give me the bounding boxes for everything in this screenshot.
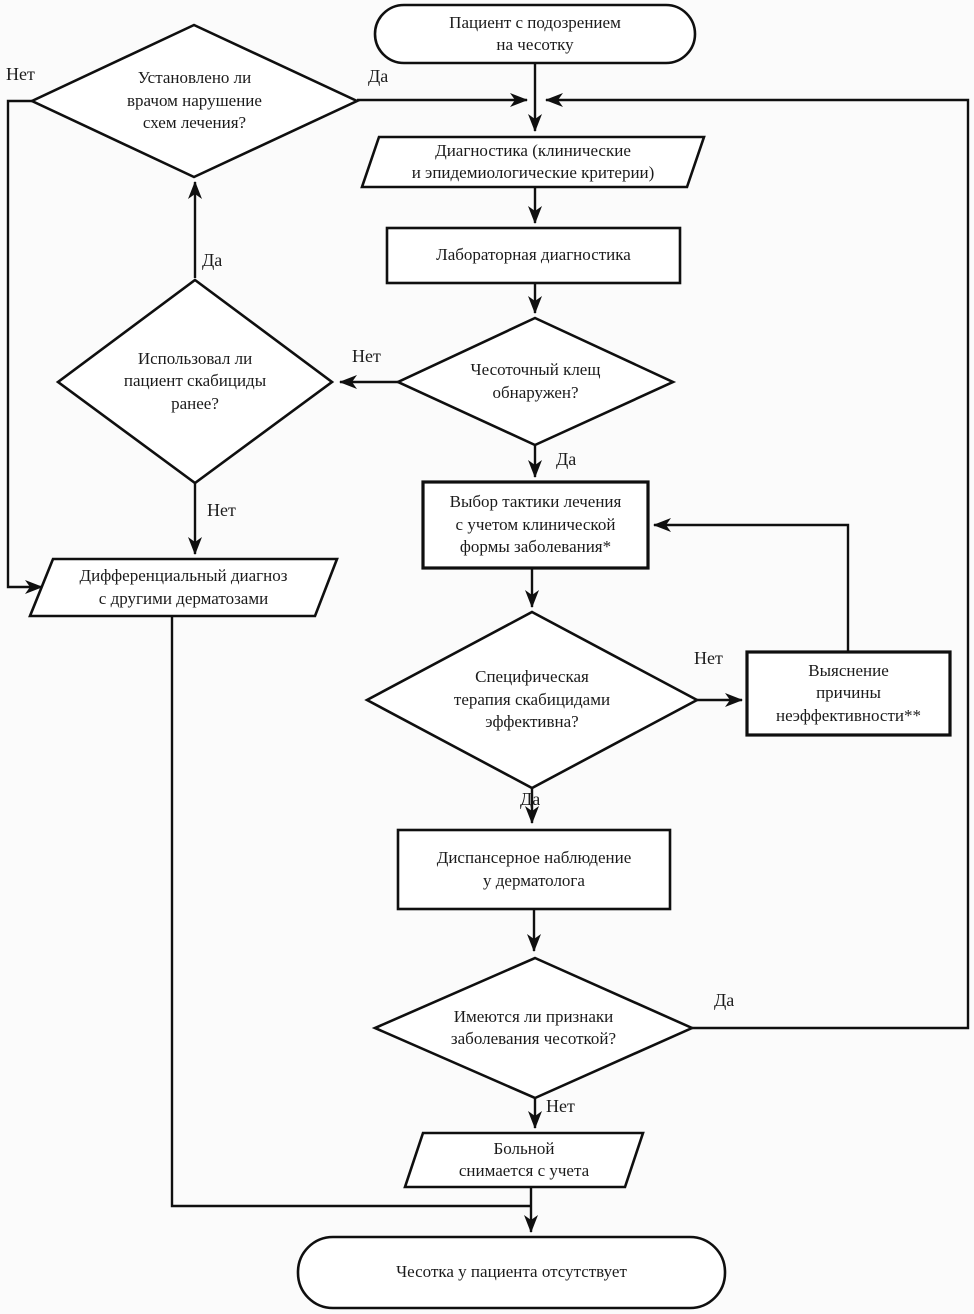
edge-diff-to-end-join	[170, 614, 531, 1208]
shape-mite-diamond	[394, 316, 677, 447]
shape-used-diamond	[55, 278, 335, 485]
shape-diagnostics-parallelogram	[360, 135, 706, 189]
shape-start-terminator	[373, 3, 697, 65]
shape-cause-rect	[745, 650, 952, 737]
shape-lab-rect	[385, 226, 682, 285]
shape-signs-diamond	[371, 956, 696, 1100]
shape-specific-diamond	[364, 610, 700, 790]
shape-end-terminator	[296, 1235, 727, 1310]
shape-diff-parallelogram	[28, 557, 339, 618]
edge-violation-no	[6, 99, 43, 594]
shape-tactics-rect	[421, 480, 650, 570]
shape-violation-diamond	[28, 23, 361, 179]
shape-dispensary-rect	[396, 828, 672, 911]
edge-signs-yes-loop	[545, 93, 970, 1030]
edge-cause-loop	[653, 518, 850, 652]
shape-deregister-parallelogram	[403, 1131, 645, 1189]
